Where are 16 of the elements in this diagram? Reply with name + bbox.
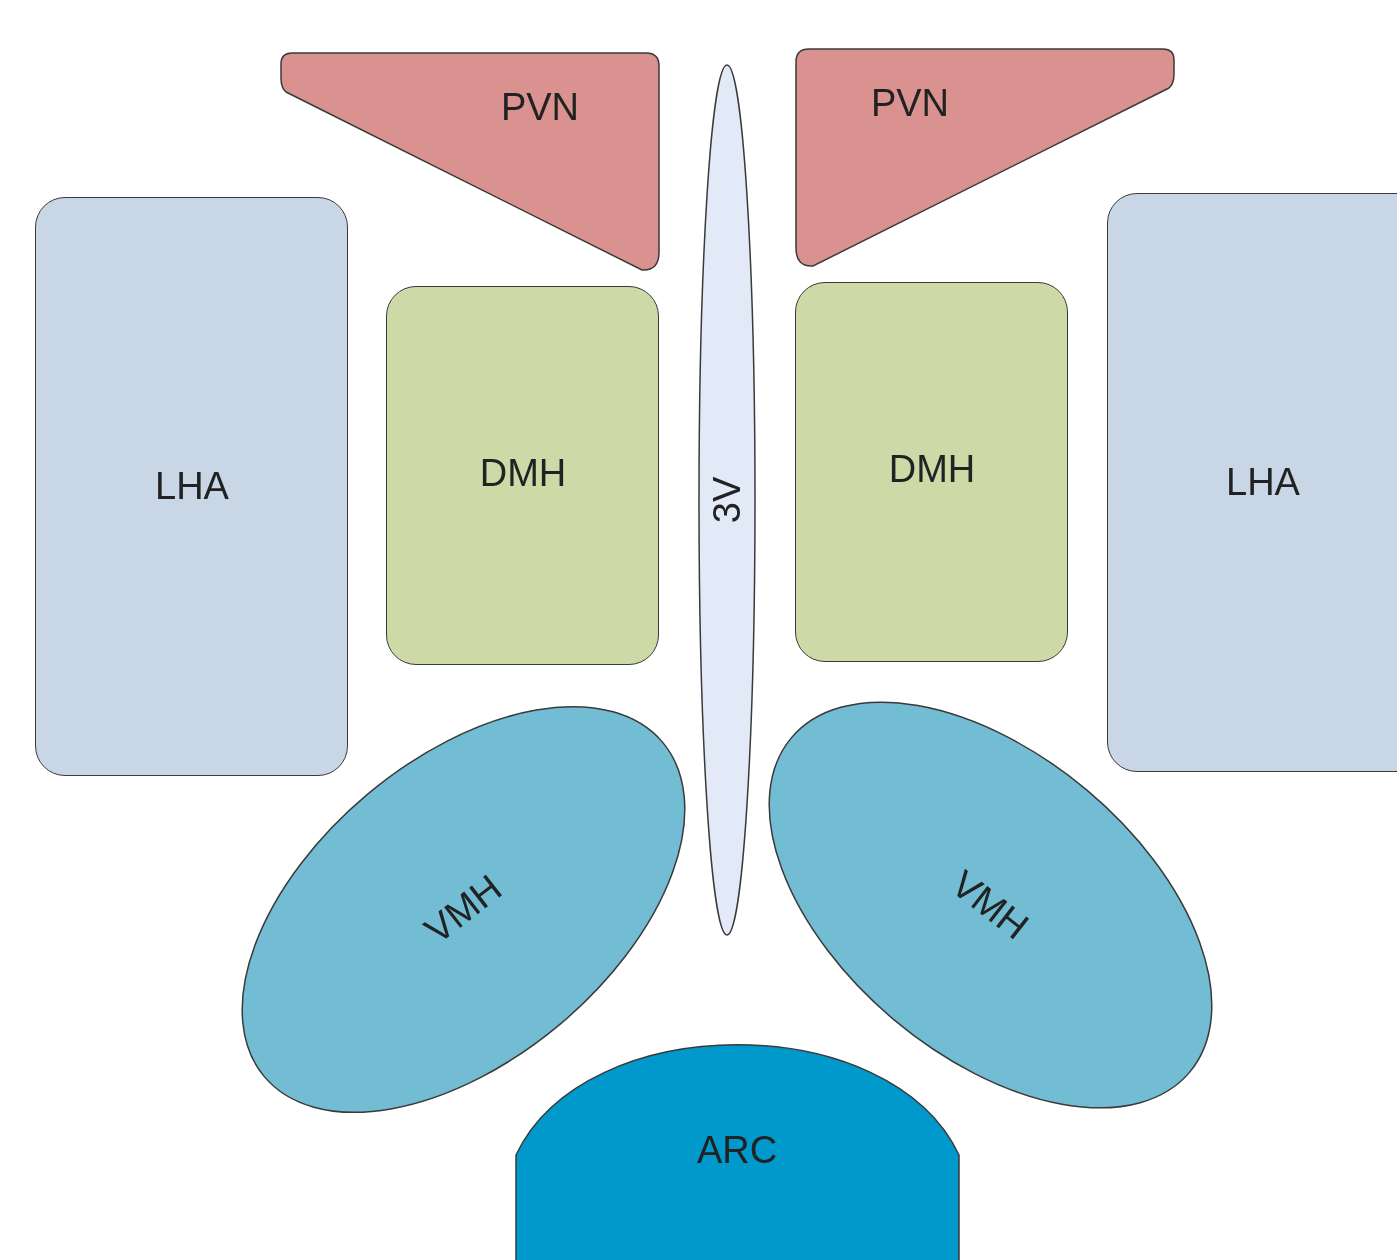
dmh-region [386, 286, 659, 665]
dmh-region [795, 282, 1068, 662]
region-label: PVN [870, 84, 950, 122]
region-label: DMH [479, 454, 567, 492]
region-label: DMH [888, 450, 976, 488]
lha-region [1107, 193, 1397, 772]
region-label: ARC [696, 1131, 778, 1169]
pvn-region [280, 52, 660, 272]
region-label: PVN [500, 88, 580, 126]
region-label: LHA [155, 467, 229, 505]
arc-region [515, 1043, 960, 1260]
region-label: 3V [708, 476, 746, 524]
region-label: LHA [1226, 463, 1300, 501]
pvn-region [795, 48, 1175, 268]
lha-region [35, 197, 348, 776]
third-ventricle [698, 64, 756, 936]
